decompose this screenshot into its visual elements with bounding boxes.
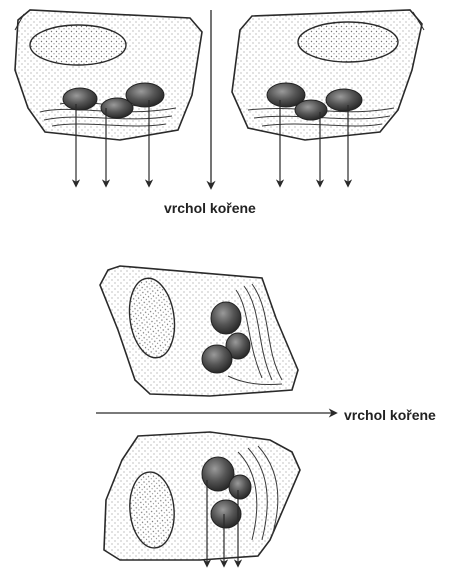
root-cell-top-left — [15, 10, 202, 186]
nucleus-icon — [30, 25, 126, 65]
root-tip-label-side: vrchol kořene — [344, 407, 436, 423]
root-tip-label-top: vrchol kořene — [164, 200, 256, 216]
amyloplast-icon — [211, 500, 241, 528]
root-cell-bottom — [104, 432, 300, 566]
amyloplast-icon — [211, 302, 241, 334]
amyloplast-icon — [126, 83, 164, 107]
amyloplast-icon — [326, 89, 362, 111]
root-cell-top-right — [232, 10, 424, 186]
amyloplast-icon — [229, 475, 251, 499]
nucleus-icon — [298, 22, 398, 62]
amyloplast-icon — [202, 345, 232, 373]
amyloplast-icon — [63, 88, 97, 110]
root-cell-middle — [100, 266, 298, 396]
amyloplast-icon — [295, 100, 327, 120]
